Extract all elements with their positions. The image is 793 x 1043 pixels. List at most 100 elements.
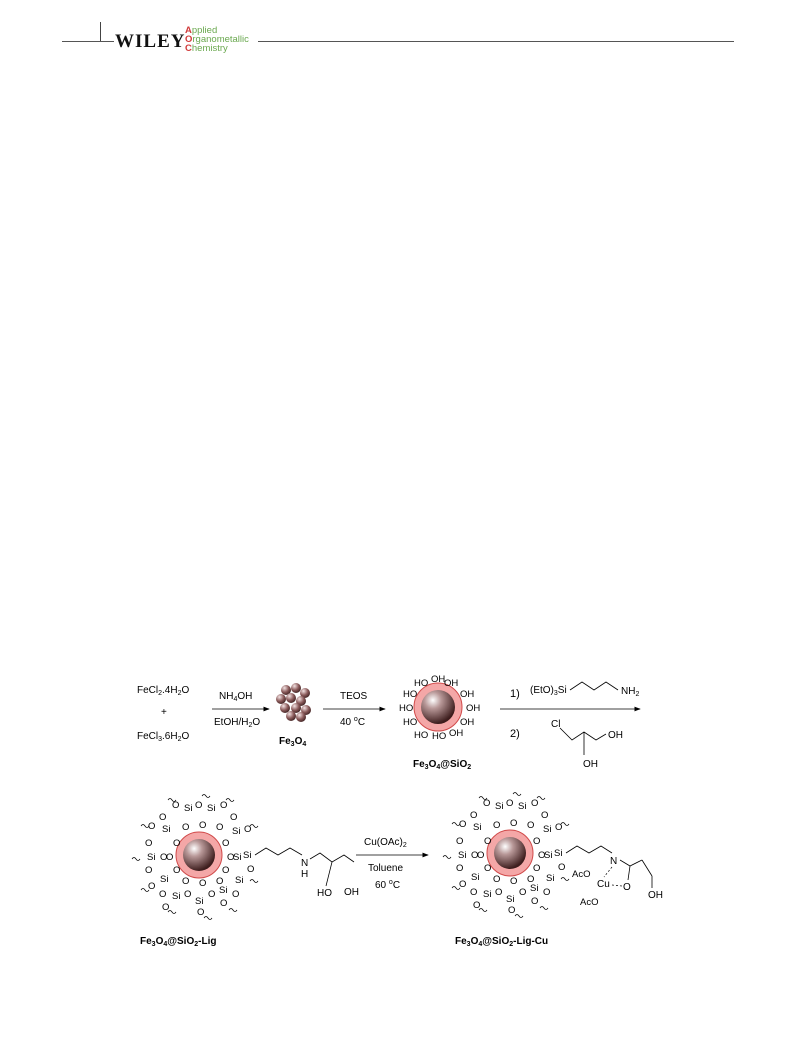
o-label: O: [173, 838, 180, 849]
linker-si: Si: [243, 850, 251, 861]
o-label: O: [519, 887, 526, 898]
o-label: O: [477, 850, 484, 861]
oh-label: OH: [460, 717, 474, 728]
o-label: O: [173, 865, 180, 876]
oh-label: OH: [449, 728, 463, 739]
propyl-linker: [254, 847, 303, 856]
o-label: O: [230, 812, 237, 823]
o-label: O: [470, 887, 477, 898]
o-label: O: [510, 876, 517, 887]
chloride-cl: Cl: [551, 719, 560, 730]
si-label: Si: [235, 875, 243, 886]
reagent-cu-oac2: Cu(OAc)2: [364, 837, 407, 849]
journal-initial-o: O: [185, 34, 193, 45]
page-header: WILEY Applied Organometallic Chemistry: [0, 0, 793, 60]
wavy-bond: [228, 908, 238, 912]
journal-initial-c: C: [185, 43, 192, 54]
o-label: O: [459, 819, 466, 830]
wavy-bond: [539, 906, 549, 910]
acetate-1: AcO: [572, 869, 590, 880]
wavy-bond: [536, 796, 546, 800]
o-label: O: [555, 822, 562, 833]
lig-diol-chain: [309, 852, 355, 863]
oh-label: HO: [414, 678, 428, 689]
si-label: Si: [233, 852, 241, 863]
o-label: O: [470, 810, 477, 821]
o-label: O: [531, 896, 538, 907]
o-label: O: [538, 850, 545, 861]
o-label: O: [533, 836, 540, 847]
wavy-bond: [451, 886, 461, 890]
oh-label: HO: [403, 717, 417, 728]
reactant-fecl3: FeCl3.6H2O: [137, 731, 190, 743]
si-label: Si: [543, 824, 551, 835]
wavy-bond: [249, 824, 259, 828]
o-label: O: [184, 889, 191, 900]
apts-chain: [569, 681, 619, 691]
wavy-bond: [140, 888, 150, 892]
diol-oh-2: OH: [583, 759, 598, 770]
o-label: O: [160, 852, 167, 863]
o-label: O: [232, 889, 239, 900]
condition-60c: 60 oC: [375, 879, 400, 891]
si-label: Si: [147, 852, 155, 863]
si-label: Si: [232, 826, 240, 837]
o-label: O: [244, 824, 251, 835]
o-label: O: [172, 800, 179, 811]
step3-label-1: 1): [510, 688, 520, 700]
lig-ho: HO: [317, 888, 332, 899]
o-label: O: [145, 865, 152, 876]
si-label: Si: [471, 872, 479, 883]
lig-nh-h: H: [301, 869, 308, 880]
o-label: O: [493, 820, 500, 831]
journal-logo: Applied Organometallic Chemistry: [185, 25, 249, 54]
chloropropanediol-chain: [559, 727, 607, 741]
o-label: O: [456, 863, 463, 874]
si-label: Si: [184, 803, 192, 814]
step3-label-2: 2): [510, 728, 520, 740]
condition-40c: 40 oC: [340, 716, 365, 728]
oh-label: OH: [460, 689, 474, 700]
header-rule-right: [258, 41, 734, 42]
linker-si-cu: Si: [554, 848, 562, 859]
header-vertical-rule: [100, 22, 101, 42]
acetate-2: AcO: [580, 897, 598, 908]
propyl-linker-cu: [565, 845, 613, 854]
oh-label: OH: [466, 703, 480, 714]
cu-diol-chain: [619, 859, 643, 867]
cu-diol-branch: [627, 865, 631, 881]
wavy-bond: [478, 796, 488, 800]
oh-label: HO: [432, 731, 446, 742]
label-fe3o4-sio2: Fe3O4@SiO2: [413, 759, 471, 771]
si-label: Si: [506, 894, 514, 905]
reagent-nh4oh: NH4OH: [219, 691, 252, 703]
wavy-bond: [225, 798, 235, 802]
o-label: O: [159, 889, 166, 900]
o-label: O: [484, 836, 491, 847]
o-label: O: [148, 881, 155, 892]
oh-label: OH: [431, 674, 445, 685]
o-label: O: [208, 889, 215, 900]
wavy-bond: [512, 792, 522, 796]
o-label: O: [531, 798, 538, 809]
o-label: O: [484, 863, 491, 874]
o-label: O: [533, 863, 540, 874]
si-label: Si: [162, 824, 170, 835]
cu-complex-n: N: [610, 856, 617, 867]
cu-n-coordination: [603, 866, 613, 878]
lig-diol-branch: [325, 861, 333, 887]
journal-initial-a: A: [185, 25, 192, 36]
cu-o-coordination: [611, 884, 623, 887]
si-label: Si: [518, 801, 526, 812]
o-label: O: [195, 800, 202, 811]
o-label: O: [510, 818, 517, 829]
o-label: O: [216, 876, 223, 887]
wavy-bond: [140, 824, 150, 828]
journal-word-applied: pplied: [191, 25, 218, 36]
o-label: O: [159, 812, 166, 823]
